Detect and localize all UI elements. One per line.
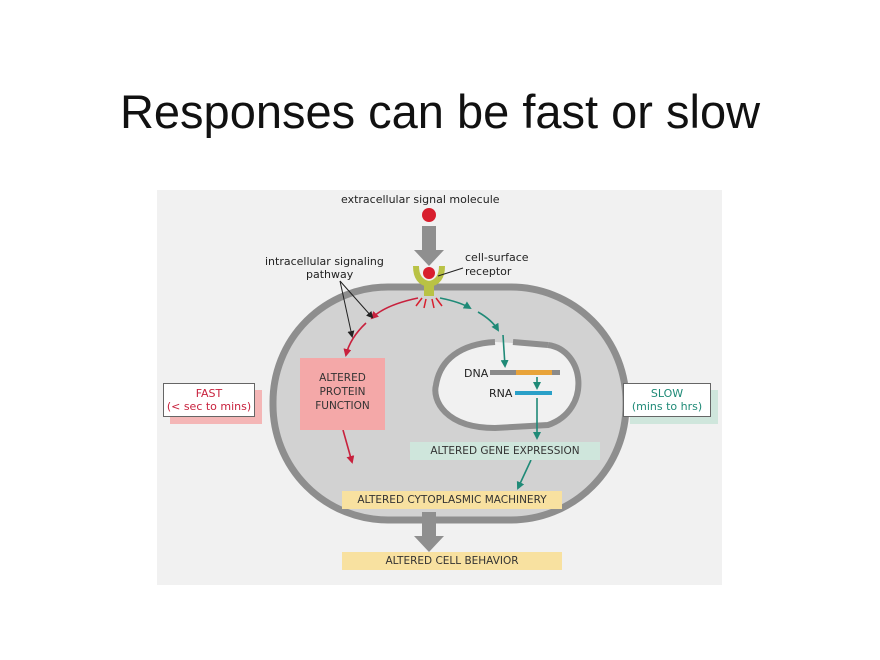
altered-cell-behavior-bar: [342, 552, 562, 570]
slide-title: Responses can be fast or slow: [119, 85, 761, 138]
dna-strand: [490, 370, 560, 375]
slow-label: SLOW: [650, 387, 684, 400]
altered-protein-box: [300, 358, 385, 430]
gene-expression-label: ALTERED GENE EXPRESSION: [430, 445, 580, 457]
dna-label: DNA: [464, 367, 489, 380]
fast-label: FAST: [195, 387, 223, 400]
pathway-label-line1: intracellular signaling: [265, 255, 384, 268]
fast-box: FAST (< sec to mins): [163, 383, 255, 417]
protein-label-line2: PROTEIN: [319, 386, 366, 398]
altered-cytoplasmic-bar: [342, 491, 562, 509]
rna-label: RNA: [489, 387, 513, 400]
slow-time-label: (mins to hrs): [631, 400, 703, 413]
nuclear-pore-edge: [512, 339, 549, 348]
cell-behavior-label: ALTERED CELL BEHAVIOR: [385, 555, 519, 567]
receptor-label-line1: cell-surface: [465, 251, 529, 264]
receptor-label-line2: receptor: [465, 265, 512, 278]
nucleus-membrane: [432, 339, 582, 432]
pathway-label-line2: pathway: [306, 268, 354, 281]
signal-molecule-icon: [422, 208, 436, 222]
output-arrow: [414, 512, 444, 552]
altered-gene-expression-bar: [410, 442, 600, 460]
protein-label-line3: FUNCTION: [315, 400, 370, 412]
slow-pathway-arrows: [439, 297, 541, 490]
cytoplasmic-machinery-label: ALTERED CYTOPLASMIC MACHINERY: [357, 494, 547, 506]
label-pointers: [339, 267, 464, 338]
signal-molecule-label: extracellular signal molecule: [341, 193, 500, 206]
fast-time-label: (< sec to mins): [166, 400, 252, 413]
altered-protein-label: ALTERED PROTEIN FUNCTION: [300, 371, 385, 413]
fast-pathway-arrows: [342, 297, 419, 464]
receptor-icon: [413, 265, 445, 309]
rna-strand: [515, 391, 552, 395]
protein-label-line1: ALTERED: [319, 372, 366, 384]
slow-box: SLOW (mins to hrs): [623, 383, 711, 417]
signal-arrow: [414, 226, 444, 266]
